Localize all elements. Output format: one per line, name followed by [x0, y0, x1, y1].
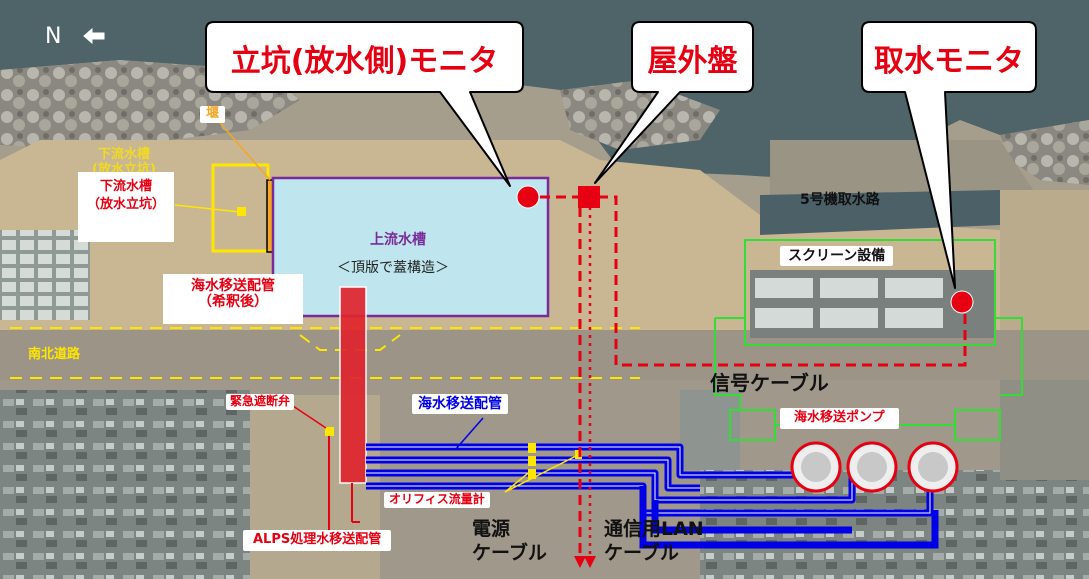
- unit5-intake-label: 5号機取水路: [800, 192, 880, 208]
- north-south-road-label: 南北道路: [28, 347, 81, 362]
- intake-monitor-callout: 取水モニタ: [874, 44, 1024, 79]
- seawater-pump-2: [848, 443, 896, 491]
- downstream-tank-faded-line1: 下流水槽: [97, 147, 150, 162]
- lan-cable-label: 通信用LAN ケーブル: [604, 518, 704, 566]
- downstream-tank-line2: （放水立坑）: [86, 196, 165, 212]
- signal-cable-label: 信号ケーブル: [710, 371, 829, 395]
- seawater-pump-label: 海水移送ポンプ: [780, 408, 899, 429]
- north-arrow-icon: [80, 28, 106, 46]
- seawater-pump-1: [792, 443, 840, 491]
- downstream-tank-label: 下流水槽 （放水立坑）: [78, 172, 174, 242]
- power-cable-line2: ケーブル: [472, 541, 547, 564]
- lan-cable-line1: 通信用LAN: [604, 518, 704, 540]
- north-indicator: N: [45, 24, 62, 49]
- shaft-monitor-callout: 立坑(放水側)モニタ: [230, 44, 499, 79]
- alps-pipe-label: ALPS処理水移送配管: [243, 530, 392, 551]
- power-cable-label: 電源 ケーブル: [472, 518, 547, 566]
- seawater-pipe-diluted-line1: 海水移送配管: [191, 278, 275, 294]
- seawater-pipe-diluted-label: 海水移送配管 （希釈後）: [163, 274, 303, 324]
- intake-monitor-marker: [951, 291, 973, 313]
- weir-label: 堰: [200, 106, 226, 123]
- outdoor-panel-marker: [578, 186, 600, 208]
- outdoor-panel-callout: 屋外盤: [647, 44, 738, 79]
- orifice-flowmeter-label: オリフィス流量計: [384, 492, 490, 508]
- seawater-pipe-diluted-line2: （希釈後）: [198, 294, 268, 311]
- seawater-pump-3: [909, 443, 957, 491]
- shaft-monitor-marker: [517, 186, 539, 208]
- upstream-tank-note: ＜頂版で蓋構造＞: [337, 260, 449, 276]
- screen-facility-label: スクリーン設備: [780, 246, 894, 267]
- power-cable-line1: 電源: [472, 518, 511, 540]
- upstream-tank-label: 上流水槽: [370, 232, 426, 248]
- seawater-pipe-label: 海水移送配管: [412, 394, 508, 415]
- downstream-tank-line1: 下流水槽: [99, 179, 152, 194]
- lan-cable-line2: ケーブル: [604, 541, 679, 564]
- emergency-valve-label: 緊急遮断弁: [226, 394, 295, 410]
